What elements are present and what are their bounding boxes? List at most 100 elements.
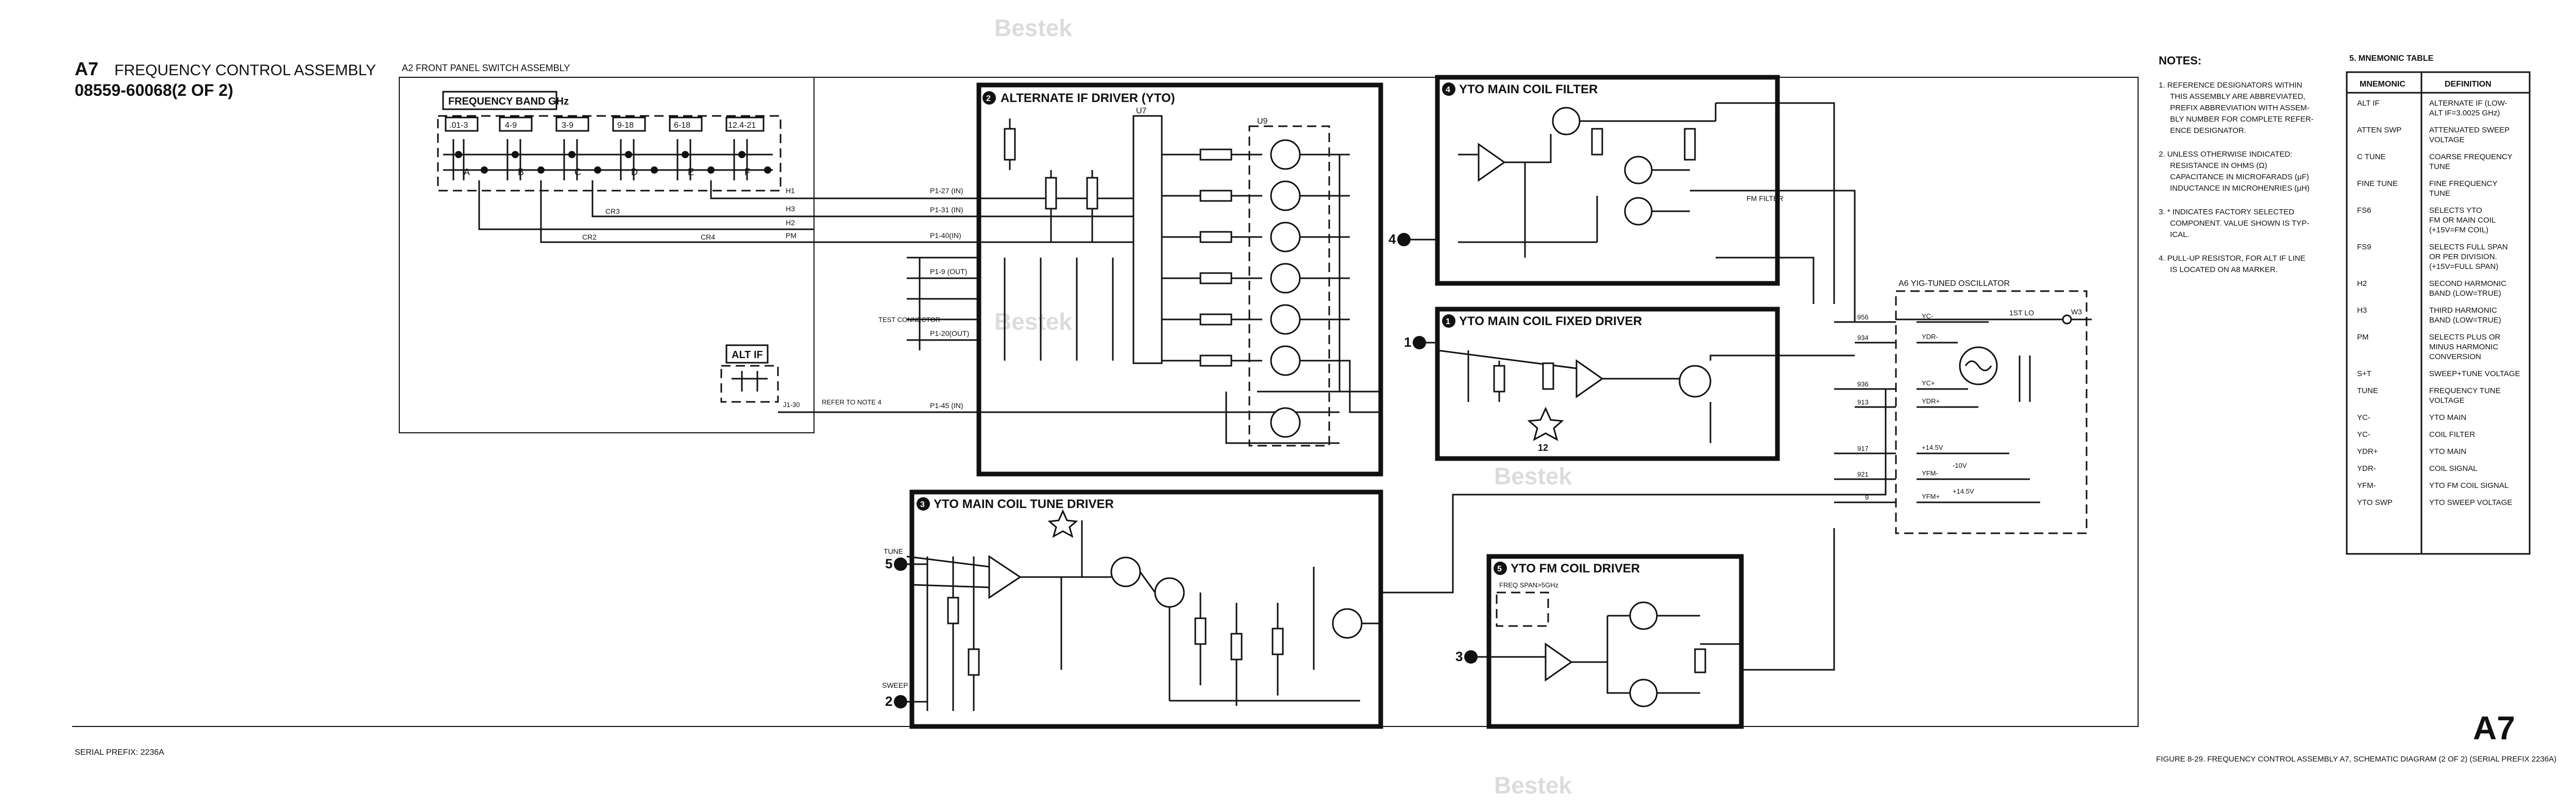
table-cell-definition: FINE FREQUENCY [2429,179,2498,188]
connector-pin: P1-20(OUT) [930,329,969,337]
wire [540,180,814,243]
note-line: PREFIX ABBREVIATION WITH ASSEM- [2170,104,2310,112]
pin-label: PM [786,231,796,240]
table-cell-definition: VOLTAGE [2429,396,2465,405]
block-title: ALTERNATE IF DRIVER (YTO) [1001,91,1175,105]
watermark-text: Bestek [1494,772,1572,799]
diode-label: CR2 [582,233,597,241]
table-cell-definition: ATTENUATED SWEEP [2429,126,2510,134]
oscillator-output: W3 [2071,308,2082,316]
table-cell-mnemonic: YDR+ [2357,447,2378,456]
note-line: 2. UNLESS OTHERWISE INDICATED: [2159,150,2293,159]
pin-label: H1 [786,187,795,195]
table-cell-definition: COARSE FREQUENCY [2429,153,2513,161]
assembly-title: FREQUENCY CONTROL ASSEMBLY [114,62,376,79]
block-number-badge [1494,562,1507,575]
input-number: 1 [1404,334,1411,350]
bias-label: +14.5V [1922,444,1943,451]
block-number-badge [917,497,930,511]
table-outline [2346,71,2531,555]
alt-if-j10: J1-30 [783,401,800,409]
test-point-number: 12 [1538,443,1548,453]
pin-label: YDR+ [1922,397,1940,405]
table-cell-definition: COIL FILTER [2429,430,2475,439]
table-cell-definition: CONVERSION [2429,352,2481,361]
oscillator-sine [1964,360,1992,371]
input-number: 4 [1388,231,1396,247]
block-title: YTO MAIN COIL FILTER [1459,82,1598,96]
external-input-3: 3 [1455,649,1489,664]
test-point-star [1527,407,1564,442]
block-number: 5 [1497,565,1502,573]
pin-label: YFM- [1922,469,1938,477]
table-cell-mnemonic: YFM- [2357,481,2376,490]
table-cell-mnemonic: ATTEN SWP [2357,126,2401,134]
band-switch-contacts [443,139,773,180]
external-input-tune: TUNE 5 [884,547,927,571]
signal-wiring [778,197,979,413]
ic-label: U7 [1136,107,1147,115]
table-cell-definition: FM OR MAIN COIL [2429,216,2496,225]
table-cell-definition: ALT IF=3.0025 GHz) [2429,109,2500,117]
watermark-text: Bestek [994,14,1072,41]
input-number: 5 [885,556,892,571]
table-cell-mnemonic: C TUNE [2357,153,2386,161]
block-title: YTO FM COIL DRIVER [1511,562,1640,576]
bias-label: -10V [1953,462,1967,469]
table-cell-mnemonic: S+T [2357,369,2371,378]
table-col-mnemonic: MNEMONIC [2360,80,2405,89]
wire [591,180,814,217]
block-number: 2 [986,94,991,103]
big-assembly-label: A7 [2473,709,2515,747]
diode-label: CR4 [701,233,715,241]
block-outline [1486,554,1744,729]
block-alternate-if-driver: 2 ALTERNATE IF DRIVER (YTO) U7 U9 [976,82,1383,477]
watermark: Bestek Bestek Bestek Bestek [994,14,1572,799]
table-cell-mnemonic: FS6 [2357,206,2371,215]
wire-label: 9 [1865,494,1869,501]
table-cell-definition: OR PER DIVISION. [2429,252,2497,261]
table-cell-mnemonic: PM [2357,333,2369,342]
test-point-star [1047,509,1078,538]
pin-label: YDR- [1922,333,1938,341]
table-cell-definition: YTO MAIN [2429,413,2466,422]
external-input-4: 4 [1388,231,1437,247]
external-input-sweep: SWEEP 2 [882,681,927,709]
block-yto-fm-coil-driver: 5 YTO FM COIL DRIVER FREQ SPAN>5GHz [1486,528,1835,729]
note-line: INDUCTANCE IN MICROHENRIES (µH) [2170,184,2310,193]
block-outline [1435,307,1780,461]
band-label: .01-3 [449,121,468,130]
pin-label: YFM+ [1922,493,1940,500]
block-outline [909,489,1383,729]
table-cell-mnemonic: ALT IF [2357,99,2380,108]
alt-if-box [725,344,769,364]
band-label: 3-9 [562,121,573,130]
ic-label: U9 [1257,117,1268,126]
band-labels: .01-3 4-9 3-9 9-18 6-18 12.4-21 [445,116,765,132]
alt-if-switch-contacts [732,371,768,392]
oscillator-pin-wires [1834,321,2040,503]
connector-pin: P1-40(IN) [930,231,961,240]
table-cell-mnemonic: FS9 [2357,243,2371,251]
table-cell-definition: (+15V=FM COIL) [2429,226,2488,234]
note-line: CAPACITANCE IN MICROFARADS (µF) [2170,173,2309,181]
note-line: THIS ASSEMBLY ARE ABBREVIATED, [2170,92,2306,101]
band-letter: A [464,167,470,177]
band-title-box [442,91,557,110]
alt-if-refer-note: REFER TO NOTE 4 [822,398,882,406]
table-cell-definition: SWEEP+TUNE VOLTAGE [2429,369,2520,378]
block-number: 4 [1446,86,1450,94]
block-yto-main-coil-fixed-driver: 1 YTO MAIN COIL FIXED DRIVER 12 [1435,307,1855,461]
connector-pin-labels: P1-27 (IN) P1-31 (IN) P1-40(IN) P1-9 (OU… [878,187,969,410]
pin-label: H2 [786,218,795,227]
connector-pin: P1-45 (IN) [930,401,963,410]
wire-label: 956 [1857,313,1869,321]
input-number: 2 [885,693,892,709]
wire-label: 934 [1857,334,1869,342]
table-cell-definition: YTO SWEEP VOLTAGE [2429,498,2512,507]
connector-pin: P1-9 (OUT) [930,267,967,276]
freq-span-label: FREQ SPAN>5GHz [1499,581,1558,589]
